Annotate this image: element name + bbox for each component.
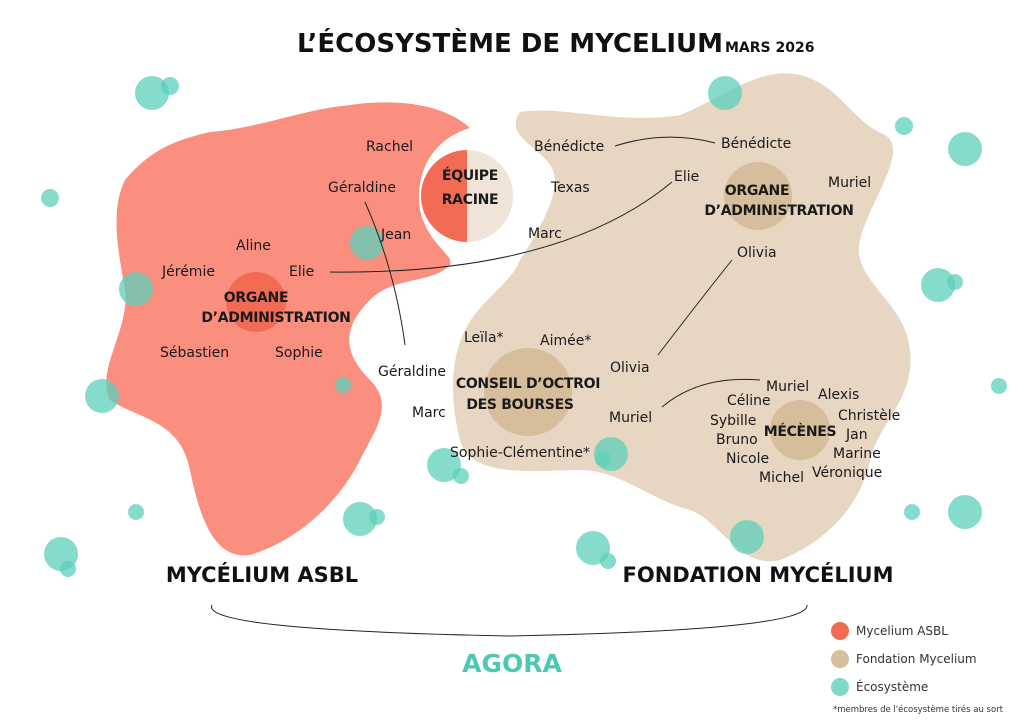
svg-text:Géraldine: Géraldine bbox=[328, 180, 396, 196]
conseil-names: Leïla* Aimée* Géraldine Marc Olivia Muri… bbox=[378, 330, 652, 461]
asbl-blob bbox=[106, 102, 471, 556]
svg-text:Bénédicte: Bénédicte bbox=[534, 139, 604, 155]
conseil-hub bbox=[484, 348, 572, 436]
asbl-org-label: MYCÉLIUM ASBL bbox=[166, 562, 358, 587]
mecenes-hub bbox=[770, 400, 830, 460]
mecenes-label: MÉCÈNES bbox=[764, 423, 837, 440]
svg-text:Mycelium ASBL: Mycelium ASBL bbox=[856, 624, 948, 638]
svg-text:Aline: Aline bbox=[236, 238, 271, 254]
svg-text:Écosystème: Écosystème bbox=[856, 679, 928, 694]
svg-text:Jan: Jan bbox=[845, 427, 868, 443]
svg-text:Marc: Marc bbox=[412, 405, 446, 421]
racine-names: Bénédicte Texas Marc bbox=[528, 139, 604, 242]
legend-asbl-swatch bbox=[831, 622, 849, 640]
fondation-org-label: FONDATION MYCÉLIUM bbox=[623, 562, 894, 587]
svg-text:Elie: Elie bbox=[674, 169, 699, 185]
svg-text:Sybille: Sybille bbox=[710, 413, 756, 429]
svg-text:Rachel: Rachel bbox=[366, 139, 413, 155]
svg-text:Leïla*: Leïla* bbox=[464, 330, 504, 346]
svg-text:Bénédicte: Bénédicte bbox=[721, 136, 791, 152]
date-label: MARS 2026 bbox=[725, 40, 814, 56]
svg-text:Véronique: Véronique bbox=[812, 465, 882, 481]
svg-text:Nicole: Nicole bbox=[726, 451, 769, 467]
asbl-names: Rachel Géraldine Jean Aline Jérémie Elie… bbox=[160, 139, 413, 361]
svg-text:Alexis: Alexis bbox=[818, 387, 859, 403]
ecosystem-bubbles bbox=[41, 76, 1007, 577]
equipe-racine-hub bbox=[421, 150, 513, 242]
svg-text:Jean: Jean bbox=[380, 227, 411, 243]
legend-fondation-swatch bbox=[831, 650, 849, 668]
fondation-blob bbox=[453, 73, 911, 562]
svg-text:Muriel: Muriel bbox=[828, 175, 871, 191]
footnote: *membres de l'écosystème tirés au sort bbox=[833, 704, 1004, 715]
svg-text:Aimée*: Aimée* bbox=[540, 333, 591, 349]
svg-text:Christèle: Christèle bbox=[838, 408, 900, 424]
svg-text:Céline: Céline bbox=[727, 393, 771, 409]
svg-text:Sophie-Clémentine*: Sophie-Clémentine* bbox=[450, 445, 590, 461]
legend: Mycelium ASBL Fondation Mycelium Écosyst… bbox=[831, 622, 1004, 715]
fondation-oa-names: Bénédicte Elie Muriel Olivia bbox=[674, 136, 871, 261]
svg-text:Jérémie: Jérémie bbox=[161, 264, 215, 280]
oa-asbl-hub bbox=[226, 272, 286, 332]
svg-text:Olivia: Olivia bbox=[737, 245, 777, 261]
svg-text:Michel: Michel bbox=[759, 470, 804, 486]
connector-lines bbox=[211, 136, 808, 637]
svg-text:Fondation Mycelium: Fondation Mycelium bbox=[856, 652, 977, 666]
svg-text:Marine: Marine bbox=[833, 446, 881, 462]
svg-text:Muriel: Muriel bbox=[766, 379, 809, 395]
mecenes-names: Muriel Céline Sybille Bruno Nicole Miche… bbox=[710, 379, 900, 486]
agora-label: AGORA bbox=[462, 649, 562, 678]
svg-text:Texas: Texas bbox=[550, 180, 590, 196]
svg-text:Marc: Marc bbox=[528, 226, 562, 242]
svg-text:Olivia: Olivia bbox=[610, 360, 650, 376]
svg-text:Sophie: Sophie bbox=[275, 345, 323, 361]
svg-text:Géraldine: Géraldine bbox=[378, 364, 446, 380]
oa-fondation-hub bbox=[724, 162, 792, 230]
svg-text:Muriel: Muriel bbox=[609, 410, 652, 426]
page-title: L’ÉCOSYSTÈME DE MYCELIUM bbox=[297, 27, 723, 59]
legend-ecosysteme-swatch bbox=[831, 678, 849, 696]
svg-text:Elie: Elie bbox=[289, 264, 314, 280]
svg-text:Sébastien: Sébastien bbox=[160, 345, 229, 361]
svg-text:Bruno: Bruno bbox=[716, 432, 758, 448]
